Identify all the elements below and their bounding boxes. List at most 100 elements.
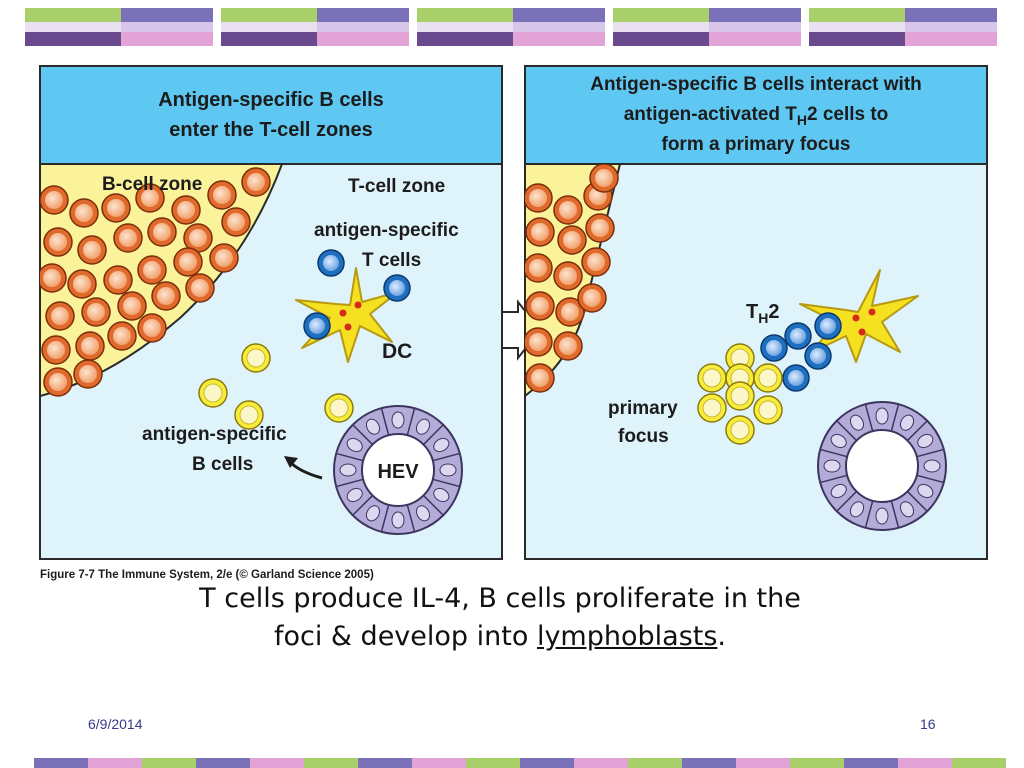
b-cell — [555, 297, 585, 327]
band-bar — [898, 758, 952, 768]
right-b-cell-cluster — [525, 164, 619, 393]
band-block — [25, 8, 213, 46]
antigen-specific-b-cell — [241, 343, 271, 373]
band-bar — [466, 758, 520, 768]
b-cell — [577, 283, 607, 313]
t-cell — [303, 312, 331, 340]
t-cell — [784, 322, 812, 350]
b-cell — [40, 185, 69, 215]
band-bar — [952, 758, 1006, 768]
antigen-specific-b-cell — [725, 415, 755, 445]
left-header-line-2: enter the T-cell zones — [169, 119, 372, 141]
footer-page-number: 16 — [920, 716, 936, 732]
hev-label: HEV — [377, 461, 419, 483]
b-cell — [221, 207, 251, 237]
bottom-decorative-band — [34, 758, 1006, 768]
ag-t-cells-label-2: T cells — [362, 250, 421, 271]
ag-b-cells-label-1: antigen-specific — [142, 424, 287, 445]
band-bar — [250, 758, 304, 768]
b-cell — [43, 227, 73, 257]
figure-credit: Figure 7-7 The Immune System, 2/e (© Gar… — [40, 569, 374, 581]
b-cell — [209, 243, 239, 273]
t-cell — [804, 342, 832, 370]
t-cell — [760, 334, 788, 362]
left-panel: Antigen-specific B cells enter the T-cel… — [39, 65, 503, 560]
right-header-line-2: antigen-activated TH2 cells to — [624, 104, 889, 128]
t-cell — [383, 274, 411, 302]
b-cell — [135, 183, 165, 213]
b-cell — [207, 180, 237, 210]
t-cell-zone-label: T-cell zone — [348, 176, 445, 197]
band-bar — [196, 758, 250, 768]
band-bar — [628, 758, 682, 768]
left-panel-header — [39, 65, 503, 165]
b-cell — [553, 331, 583, 361]
b-cell — [41, 335, 71, 365]
b-cell — [581, 247, 611, 277]
arrow-head — [284, 456, 298, 468]
antigen-specific-b-cell — [725, 343, 755, 373]
primary-focus-b-cells — [697, 343, 783, 445]
b-cell — [241, 167, 271, 197]
b-cell — [40, 263, 67, 293]
b-cell — [73, 359, 103, 389]
b-cell — [171, 195, 201, 225]
b-cell — [553, 195, 583, 225]
band-bar — [34, 758, 88, 768]
b-cell — [101, 193, 131, 223]
band-block — [613, 8, 801, 46]
right-header-line-3: form a primary focus — [662, 134, 851, 155]
caption-line-2: foci & develop into lymphoblasts. — [273, 621, 727, 652]
b-cell — [557, 225, 587, 255]
th2-label: TH2 — [746, 301, 779, 326]
b-cell — [525, 183, 553, 213]
right-panel-header — [524, 65, 988, 165]
right-panel: Antigen-specific B cells interact with a… — [524, 65, 988, 560]
antigen-specific-b-cell — [697, 393, 727, 423]
ag-b-cells-label-2: B cells — [192, 454, 253, 475]
band-bar — [682, 758, 736, 768]
b-cell — [589, 164, 619, 193]
b-cell-zone-label: B-cell zone — [102, 174, 202, 195]
slide-caption: T cells produce IL-4, B cells proliferat… — [100, 580, 900, 656]
b-cell — [81, 297, 111, 327]
b-cell — [137, 255, 167, 285]
antigen-specific-b-cell — [234, 400, 264, 430]
band-bar — [574, 758, 628, 768]
t-cell — [782, 364, 810, 392]
th2-cell-group — [760, 312, 842, 392]
dc-label: DC — [382, 340, 412, 363]
antigen-specific-b-cell — [753, 395, 783, 425]
b-cell — [525, 327, 553, 357]
right-header-line-1: Antigen-specific B cells interact with — [590, 74, 922, 95]
b-cell — [103, 265, 133, 295]
b-cell — [585, 213, 615, 243]
band-bar — [304, 758, 358, 768]
b-cell — [525, 363, 555, 393]
t-cell-group — [303, 249, 411, 340]
right-hev-vessel — [817, 401, 947, 531]
primary-focus-label-1: primary — [608, 398, 678, 419]
b-cell — [75, 331, 105, 361]
b-cell — [151, 281, 181, 311]
b-cell — [77, 235, 107, 265]
b-cell — [525, 217, 555, 247]
b-cell — [113, 223, 143, 253]
top-decorative-band — [25, 8, 997, 46]
b-cell — [553, 261, 583, 291]
antigen-specific-b-cell — [725, 381, 755, 411]
primary-focus-label-2: focus — [618, 426, 669, 447]
band-bar — [844, 758, 898, 768]
b-cell — [45, 301, 75, 331]
band-bar — [520, 758, 574, 768]
antigen-specific-b-cell-group — [198, 343, 354, 430]
ag-t-cells-label-1: antigen-specific — [314, 220, 459, 241]
antigen-specific-b-cell — [753, 363, 783, 393]
band-bar — [358, 758, 412, 768]
antigen-specific-b-cell — [324, 393, 354, 423]
b-cell — [183, 223, 213, 253]
b-cell — [43, 367, 73, 397]
b-cell — [107, 321, 137, 351]
band-bar — [736, 758, 790, 768]
